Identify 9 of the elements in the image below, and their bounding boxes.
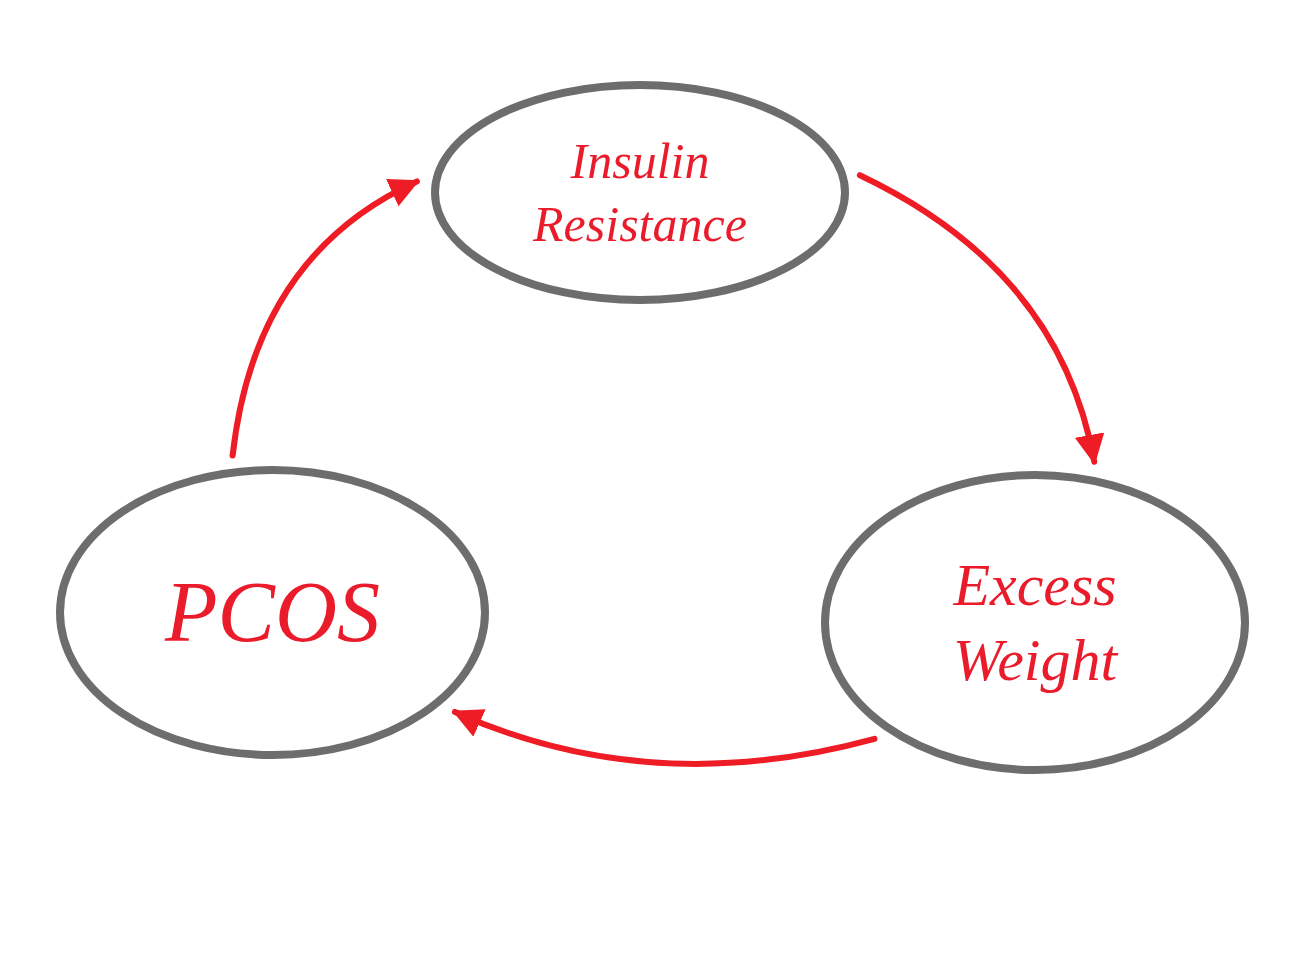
node-label: Insulin Resistance (531, 132, 748, 254)
node-label: Excess Weight (951, 550, 1120, 695)
ellipse-node (55, 465, 490, 760)
curved-arrow (229, 178, 420, 459)
node-label: PCOS (163, 562, 381, 662)
ellipse-node (430, 80, 850, 305)
curved-arrow (856, 172, 1104, 465)
curved-arrow (451, 708, 878, 767)
ellipse-node (820, 470, 1250, 775)
